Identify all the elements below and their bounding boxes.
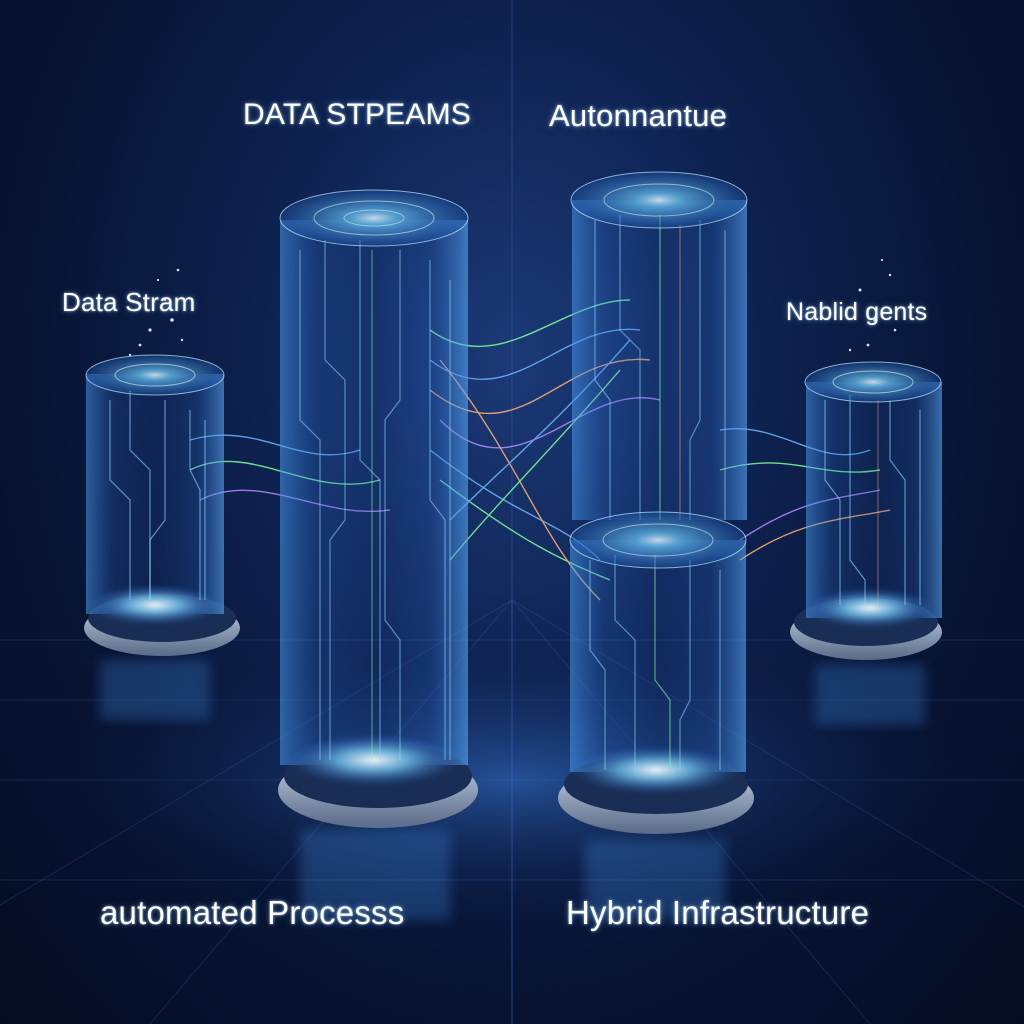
label-autonomous: Autonnantue xyxy=(549,98,728,133)
pillar-tall-left xyxy=(278,189,478,828)
label-hybrid-agents: Nablid gents xyxy=(786,298,928,326)
label-data-stream: Data Stram xyxy=(62,287,196,317)
label-hybrid-infrastructure: Hybrid Infrastructure xyxy=(566,894,870,931)
label-data-streams: DATA STPEAMS xyxy=(243,98,472,131)
label-automated-process: automated Processs xyxy=(100,894,405,931)
sparkle-particles xyxy=(128,258,897,357)
floor-reflections xyxy=(100,660,925,920)
pillar-front-center xyxy=(558,511,754,834)
pillar-right-small xyxy=(790,361,942,660)
pillar-left-small xyxy=(84,354,240,656)
pillar-tall-right xyxy=(570,171,748,520)
